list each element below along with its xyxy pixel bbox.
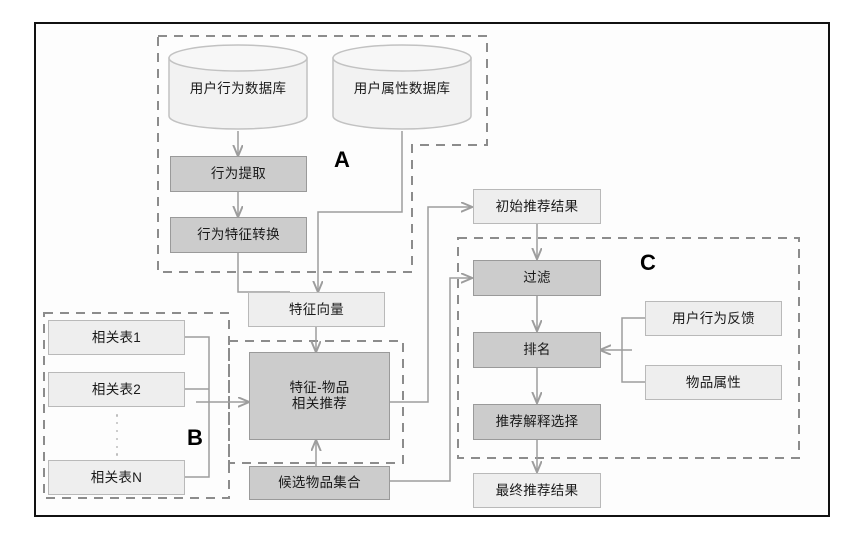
node-db-user-behavior: 用户行为数据库 <box>168 44 308 130</box>
node-candidate-item-set[interactable]: 候选物品集合 <box>249 466 390 500</box>
node-db-user-attr: 用户属性数据库 <box>332 44 472 130</box>
node-behavior-extract[interactable]: 行为提取 <box>170 156 307 192</box>
node-feature-vector[interactable]: 特征向量 <box>248 292 385 327</box>
node-db-user-behavior-label: 用户行为数据库 <box>189 81 287 96</box>
node-ranking[interactable]: 排名 <box>473 332 601 368</box>
group-label-b: B <box>187 425 203 450</box>
group-label-a: A <box>334 147 350 172</box>
node-rel-table-n[interactable]: 相关表N <box>48 460 185 495</box>
node-final-result[interactable]: 最终推荐结果 <box>473 473 601 508</box>
node-filter[interactable]: 过滤 <box>473 260 601 296</box>
vertical-ellipsis <box>110 414 124 456</box>
node-feature-item-recommend-line2: 相关推荐 <box>291 396 348 411</box>
node-item-attribute[interactable]: 物品属性 <box>645 365 782 400</box>
node-rel-table-2[interactable]: 相关表2 <box>48 372 185 407</box>
group-label-c: C <box>640 250 656 275</box>
node-initial-result[interactable]: 初始推荐结果 <box>473 189 601 224</box>
node-feature-item-recommend[interactable]: 特征-物品 相关推荐 <box>249 352 390 440</box>
node-user-behavior-feedback[interactable]: 用户行为反馈 <box>645 301 782 336</box>
node-explanation-selection[interactable]: 推荐解释选择 <box>473 404 601 440</box>
node-rel-table-1[interactable]: 相关表1 <box>48 320 185 355</box>
node-behavior-feature-transform[interactable]: 行为特征转换 <box>170 217 307 253</box>
node-feature-item-recommend-line1: 特征-物品 <box>289 380 350 396</box>
node-db-user-attr-label: 用户属性数据库 <box>353 81 451 96</box>
